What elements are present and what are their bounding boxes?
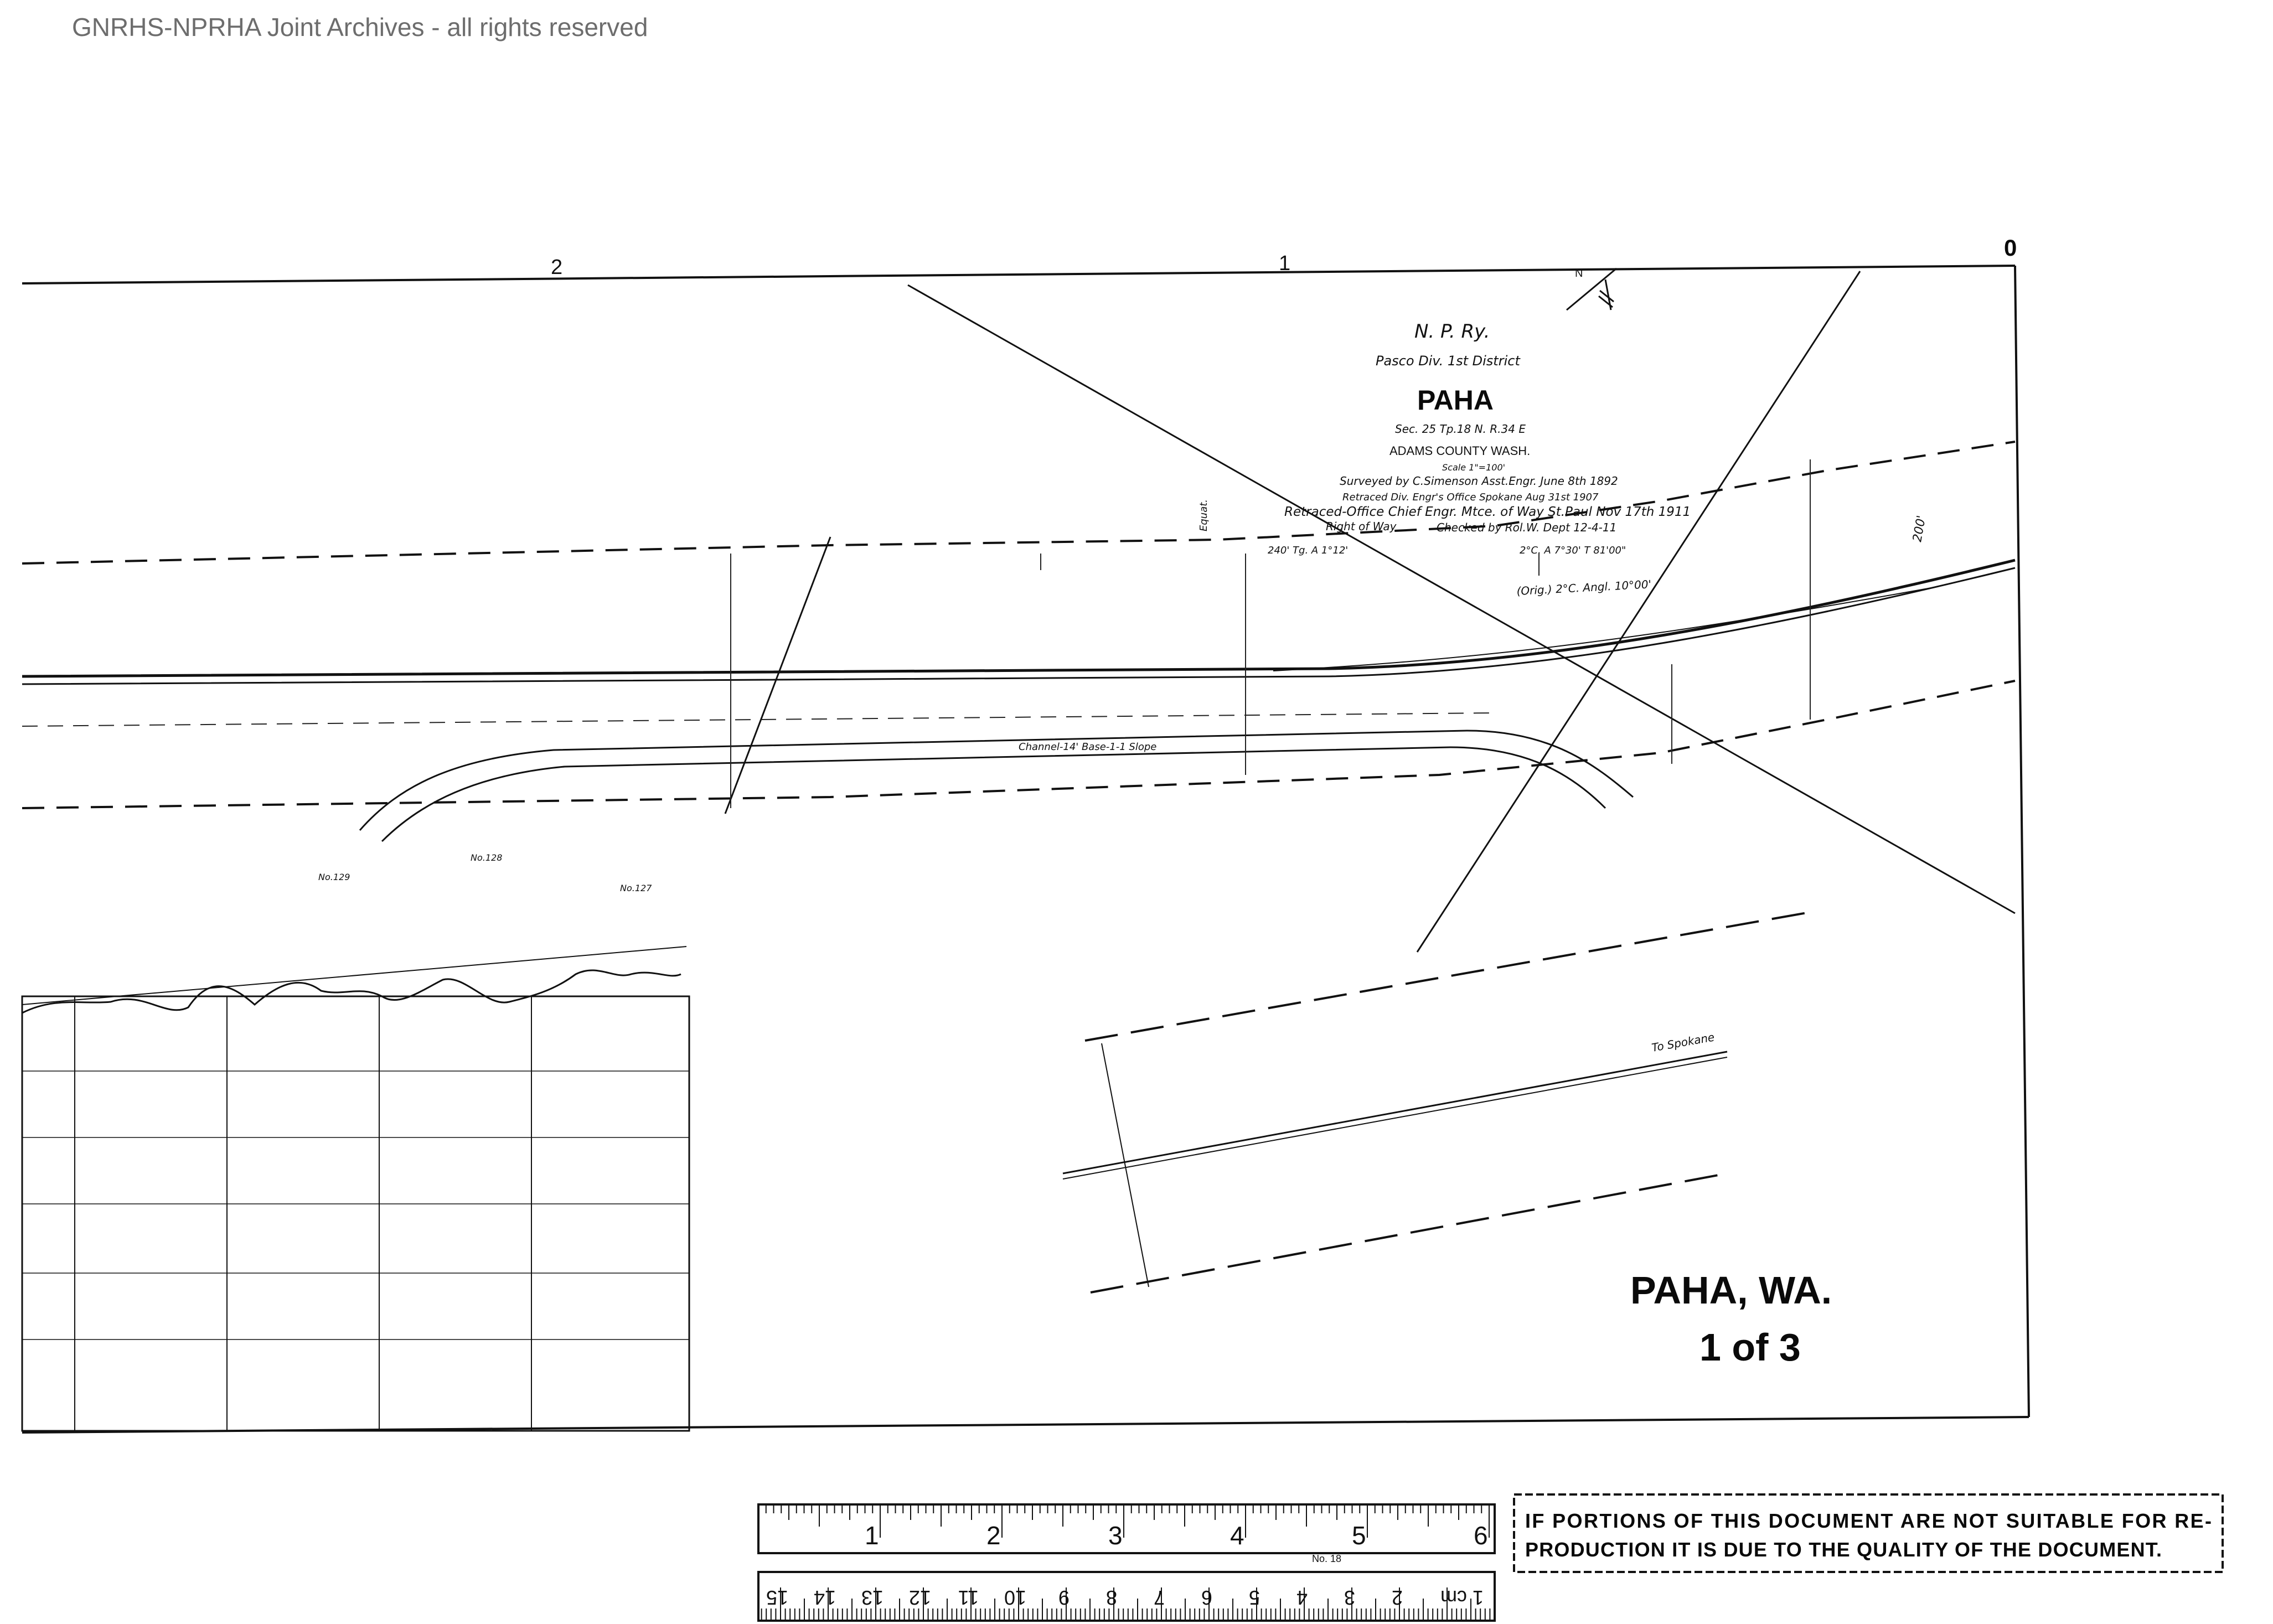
profile-label-127: No.127	[620, 883, 652, 893]
inset-track-diagram	[1062, 911, 1811, 1294]
scale-mark-2: 2	[551, 256, 562, 279]
inch-label-4: 4	[1230, 1521, 1244, 1550]
cm-label-6: 6	[1201, 1586, 1212, 1609]
drawing-border	[22, 265, 2030, 1434]
profile-grid	[21, 946, 690, 1432]
checked-note: Checked by Rol.W. Dept 12-4-11	[1437, 521, 1616, 534]
cm-label-2: 2	[1392, 1586, 1403, 1609]
archive-watermark: GNRHS-NPRHA Joint Archives - all rights …	[72, 13, 648, 42]
cm-label-5: 5	[1249, 1586, 1260, 1609]
surveyed-note: Surveyed by C.Simenson Asst.Engr. June 8…	[1340, 474, 1618, 488]
cm-label-3: 3	[1344, 1586, 1355, 1609]
cm-label-14: 14	[814, 1586, 836, 1609]
disclaimer-stamp: IF PORTIONS OF THIS DOCUMENT ARE NOT SUI…	[1513, 1493, 2224, 1573]
inch-ruler: 1 2 3 4 5 6	[757, 1503, 1496, 1554]
cm-label-1: 1 cm	[1440, 1586, 1484, 1609]
cm-label-8: 8	[1106, 1586, 1117, 1609]
channel-curves	[359, 730, 1634, 842]
sheet-place-label: PAHA, WA.	[1630, 1269, 1832, 1312]
cm-label-4: 4	[1296, 1586, 1308, 1609]
scale-mark-0: 0	[2004, 235, 2017, 261]
cm-ruler: 1 cm 2 3 4 5 6 7 8 9 10 11 12 13 14 15	[757, 1571, 1496, 1622]
cm-label-9: 9	[1058, 1586, 1070, 1609]
county-name: ADAMS COUNTY WASH.	[1389, 444, 1530, 458]
right-of-way-lines	[22, 441, 2016, 809]
cm-label-15: 15	[766, 1586, 788, 1609]
drawing-scale: Scale 1"=100'	[1442, 462, 1505, 473]
inch-label-3: 3	[1108, 1521, 1123, 1550]
cm-label-13: 13	[861, 1586, 884, 1609]
retraced-note-2: Retraced-Office Chief Engr. Mtce. of Way…	[1284, 505, 1691, 519]
main-track	[22, 558, 2016, 685]
profile-label-129: No.129	[318, 872, 350, 882]
profile-label-128: No.128	[471, 852, 502, 863]
right-of-way-note: Right of Way	[1326, 520, 1397, 533]
ruler-model: No. 18	[1312, 1553, 1341, 1564]
north-arrow-icon	[1598, 279, 1614, 311]
survey-diagonals	[724, 267, 2016, 953]
cm-label-7: 7	[1154, 1586, 1165, 1609]
stamp-line-1: IF PORTIONS OF THIS DOCUMENT ARE NOT SUI…	[1525, 1509, 2212, 1532]
inch-label-6: 6	[1474, 1521, 1488, 1550]
retraced-note-1: Retraced Div. Engr's Office Spokane Aug …	[1342, 492, 1599, 503]
scale-mark-1: 1	[1279, 252, 1290, 275]
station-title: PAHA	[1417, 385, 1494, 416]
division-name: Pasco Div. 1st District	[1376, 353, 1521, 369]
station-line	[22, 712, 1495, 727]
title-block: N. P. Ry. Pasco Div. 1st District PAHA S…	[1284, 267, 1691, 534]
railway-name: N. P. Ry.	[1414, 320, 1490, 343]
tangent-dimension: 240' Tg. A 1°12'	[1268, 545, 1348, 556]
sheet-number-label: 1 of 3	[1699, 1326, 1801, 1369]
cm-label-12: 12	[909, 1586, 931, 1609]
curve-data: 2°C. A 7°30' T 81'00"	[1520, 545, 1626, 556]
inch-label-2: 2	[986, 1521, 1001, 1550]
row-width-dimension: 200'	[1910, 514, 1929, 543]
stamp-line-2: PRODUCTION IT IS DUE TO THE QUALITY OF T…	[1525, 1538, 2162, 1561]
orig-curve-note: (Orig.) 2°C. Angl. 10°00'	[1516, 577, 1652, 598]
cm-label-11: 11	[958, 1586, 979, 1609]
cm-label-10: 10	[1004, 1586, 1026, 1609]
to-spokane-label: To Spokane	[1651, 1030, 1716, 1054]
channel-note: Channel-14' Base-1-1 Slope	[1019, 741, 1156, 753]
equation-note: Equat.	[1198, 499, 1210, 531]
station-ticks	[730, 459, 1811, 808]
north-label: N	[1575, 267, 1583, 280]
inch-label-5: 5	[1352, 1521, 1366, 1550]
inch-label-1: 1	[865, 1521, 879, 1550]
section-township: Sec. 25 Tp.18 N. R.34 E	[1395, 422, 1526, 436]
